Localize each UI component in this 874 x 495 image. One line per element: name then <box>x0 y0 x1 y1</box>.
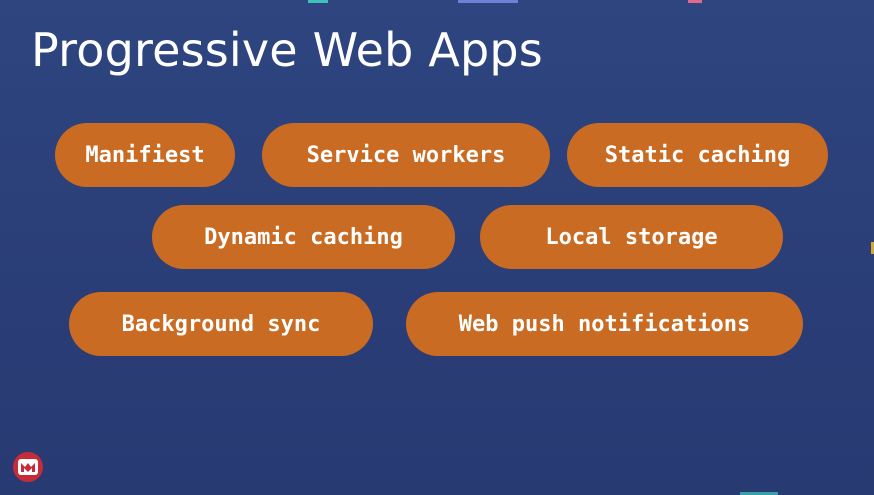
topic-pill-service-workers: Service workers <box>262 123 550 187</box>
topic-pill-web-push-notifications: Web push notifications <box>406 292 803 356</box>
logo-mark-icon <box>18 459 38 475</box>
slide-title: Progressive Web Apps <box>31 23 543 77</box>
topic-pill-dynamic-caching: Dynamic caching <box>152 205 455 269</box>
topic-pill-local-storage: Local storage <box>480 205 783 269</box>
bottom-marker <box>740 492 778 495</box>
topic-pill-background-sync: Background sync <box>69 292 373 356</box>
top-strip-teal <box>308 0 328 3</box>
top-strip-blue <box>458 0 518 3</box>
topic-pill-manifest: Manifiest <box>55 123 235 187</box>
presenter-logo-icon <box>13 452 43 482</box>
edge-marker <box>871 242 874 254</box>
topic-pill-static-caching: Static caching <box>567 123 828 187</box>
top-strip-pink <box>688 0 702 3</box>
